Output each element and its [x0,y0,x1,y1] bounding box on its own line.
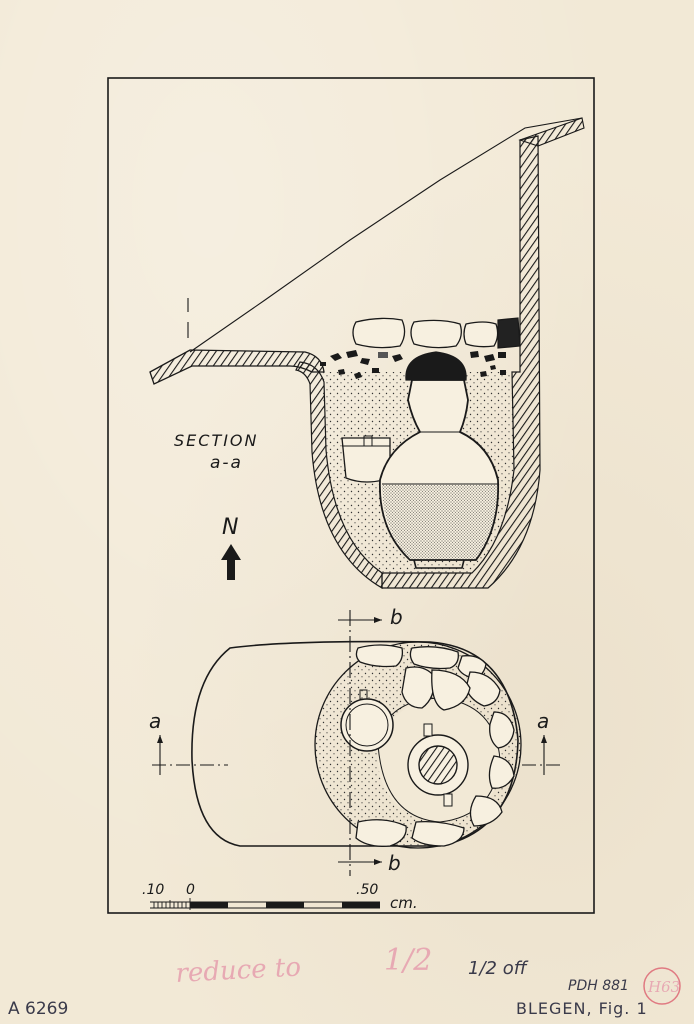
scale-unit: cm. [390,894,418,912]
margin-notes: reduce to 1/2 1/2 off PDH 881 H63 BLEGEN… [8,943,681,1019]
plan-view: a a b b [149,605,560,876]
note-inventory: A 6269 [8,999,68,1019]
note-size: 1/2 off [468,958,529,979]
note-circle-ref: H63 [647,978,680,996]
rubble-layer [320,350,506,379]
note-fraction: 1/2 [384,943,432,978]
north-arrow-icon [221,544,241,580]
scale-label-50: .50 [356,882,378,898]
scale-bar: .10 0 .50 cm. [142,882,418,912]
note-circle-stamp [643,967,681,1005]
scale-label-0: 0 [186,882,195,898]
cut-label-a-right: a [537,709,549,733]
amphora-plan-lid [418,745,458,785]
pit-wall-right [381,135,541,589]
section-title: SECTION [174,431,259,450]
cover-stones [352,317,521,349]
drawing-frame [107,77,595,914]
section-id: a-a [210,453,243,473]
amphora-section [379,351,500,569]
section-view: SECTION a-a N [149,117,585,590]
rim-stones [355,644,515,847]
slope-surface [189,117,583,353]
cut-label-b-top: b [390,605,403,629]
note-reduce: reduce to [175,952,302,989]
note-author: BLEGEN, Fig. 1 [516,999,648,1018]
small-jar-plan [340,698,394,752]
cut-label-b-bottom: b [388,851,401,875]
cut-label-a-left: a [149,709,161,733]
north-label: N [222,515,238,540]
scale-label-10: .10 [142,882,164,898]
note-catalog: PDH 881 [568,978,629,994]
